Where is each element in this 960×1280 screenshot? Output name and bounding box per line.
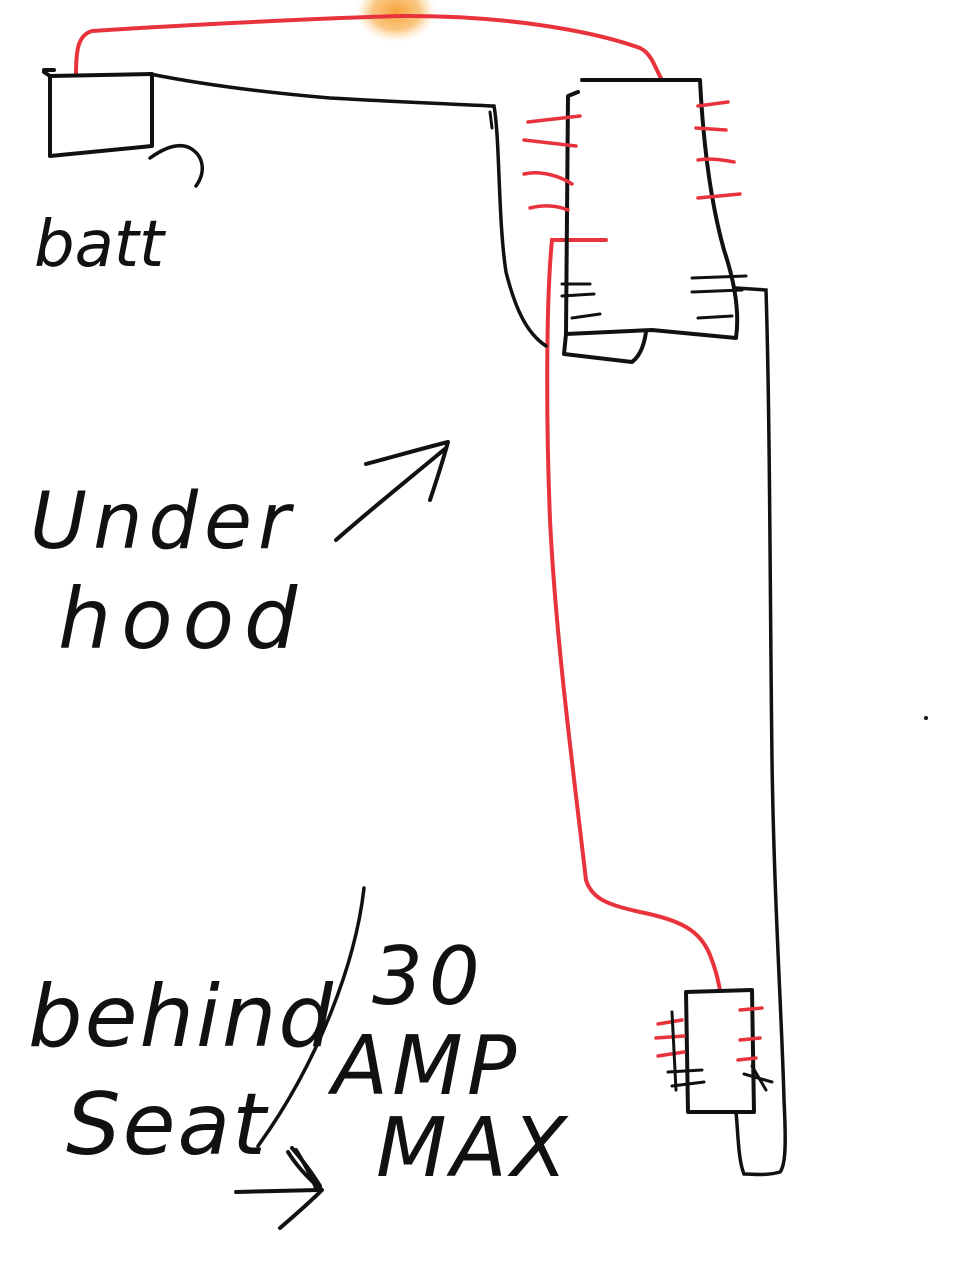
battery-arrow-icon: [148, 143, 204, 188]
arrow-to-fusebox-icon: [334, 440, 450, 542]
seat-label: Seat: [66, 1075, 269, 1175]
ground-wire-stub: [488, 110, 494, 130]
rating-unit-label: AMP: [327, 1019, 520, 1114]
seat-box-black-terminals: [666, 1010, 774, 1092]
rating-qualifier-label: MAX: [376, 1101, 571, 1196]
battery-icon: [42, 68, 154, 158]
inline-fuse-glow: [356, 0, 436, 42]
divider-slash: [256, 886, 366, 1148]
ground-wire-fusebox-to-seat-box: [734, 286, 787, 1177]
under-label: Under: [30, 477, 296, 567]
under-hood-fuse-box: [562, 78, 740, 364]
behind-label: behind: [28, 967, 335, 1067]
positive-wire-fusebox-to-seat-box: [545, 238, 722, 992]
rating-number-label: 30: [372, 930, 486, 1023]
hood-label: hood: [58, 570, 307, 668]
fuse-box-left-red-terminals: [522, 114, 582, 212]
positive-wire-battery-to-fusebox: [74, 13, 664, 82]
ground-wire-battery-to-fusebox: [148, 72, 548, 348]
fuse-box-right-red-terminals: [694, 100, 742, 200]
battery-label: batt: [34, 208, 167, 282]
fuse-box-black-terminals: [560, 274, 748, 320]
arrow-to-rating-icon: [234, 1146, 324, 1230]
seat-box-red-terminals: [654, 1006, 764, 1062]
stray-dot: [924, 716, 928, 720]
